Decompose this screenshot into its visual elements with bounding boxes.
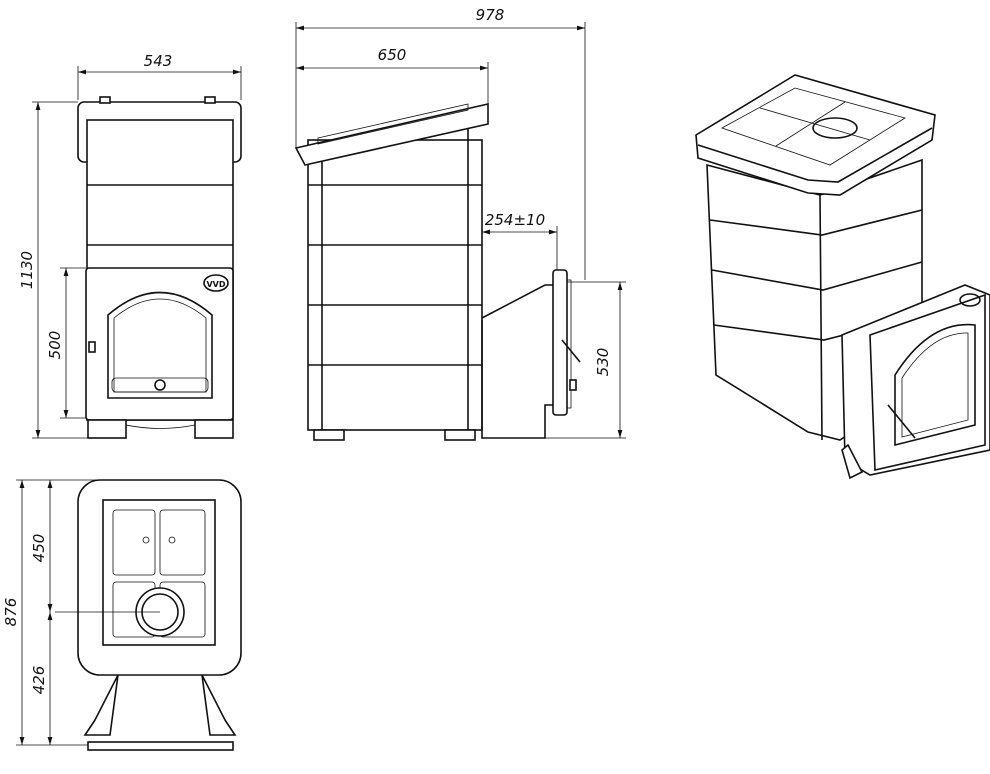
dim-label-top-depth: 876 [2,598,20,627]
dim-label-door-offset-height: 530 [594,348,612,377]
dim-total-depth: 978 [295,6,586,280]
dim-top-rear: 426 [30,612,53,745]
top-view [55,479,242,751]
dim-door-projection: 254±10 [482,211,558,270]
dim-label-door-height: 500 [46,331,64,360]
dim-body-depth: 650 [296,46,489,104]
logo: VVD [206,280,225,289]
side-view [294,102,581,441]
dim-top-front: 450 [30,480,53,612]
dim-label-height: 1130 [18,251,36,289]
dim-label-body-depth: 650 [378,46,407,64]
dim-door-offset-height: 530 [545,281,626,439]
dim-height: 1130 [18,101,88,439]
dim-label-width: 543 [144,52,173,70]
dim-top-depth: 876 [2,479,100,746]
dim-label-top-front: 450 [30,534,48,563]
dim-door-height: 500 [46,267,86,419]
dim-label-door-projection: 254±10 [485,211,545,229]
dim-label-top-rear: 426 [30,666,48,695]
dim-width: 543 [77,52,242,100]
dim-label-total-depth: 978 [476,6,505,24]
isometric-view [695,74,990,480]
front-view: VVD [77,96,242,439]
